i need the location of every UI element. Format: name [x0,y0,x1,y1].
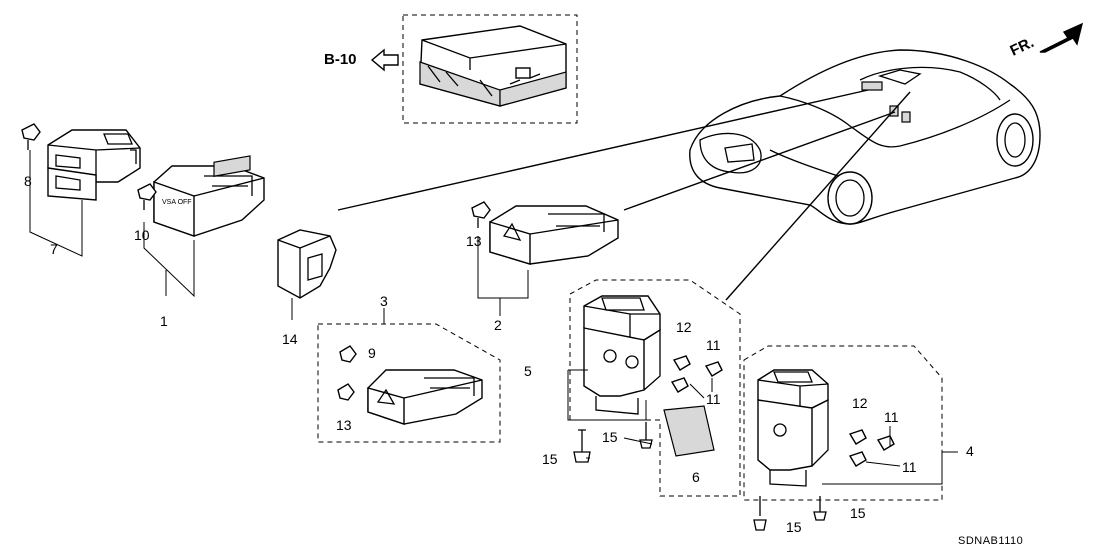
part-label-11d: 11 [902,459,917,475]
box-5 [569,279,741,497]
part-label-15a: 15 [542,451,558,467]
diagram-code: SDNAB1110 [958,535,1023,547]
part-label-7: 7 [50,241,58,257]
part-label-15d: 15 [850,505,866,521]
clip-8 [21,123,41,150]
part-label-2: 2 [494,317,502,333]
part-label-13a: 13 [466,233,482,249]
front-arrow: FR. [1008,22,1084,60]
callout-5 [567,369,647,421]
part-label-1: 1 [160,313,168,329]
callout-2 [477,236,529,299]
part-label-11a: 11 [706,337,721,353]
vsa-off-label: VSA OFF [162,199,192,206]
part-label-8: 8 [24,173,32,189]
box-4 [743,345,943,501]
part-label-4: 4 [966,443,974,459]
switch-7 [47,129,141,201]
part-label-5: 5 [524,363,532,379]
reference-b10: B-10 [324,48,399,72]
part-label-3: 3 [380,293,388,309]
callout-1 [143,222,195,298]
box-3 [317,308,501,443]
control-unit [402,14,578,124]
vsa-switch-1: VSA OFF [153,155,265,237]
part-label-9: 9 [368,345,376,361]
part-label-13b: 13 [336,417,352,433]
part-label-15b: 15 [602,429,618,445]
vehicle-outline [689,49,1041,225]
clip-13a [471,201,491,228]
part-labels: 8 7 10 1 14 3 9 13 13 2 5 12 11 11 6 15 … [24,173,974,535]
part-label-11b: 11 [706,391,721,407]
part-label-6: 6 [692,469,700,485]
arrow-left-icon [370,48,399,72]
part-label-15c: 15 [786,519,802,535]
part-label-10: 10 [134,227,150,243]
clip-10 [137,183,157,210]
callout-7 [29,150,83,257]
part-label-12b: 12 [852,395,868,411]
part-label-14: 14 [282,331,298,347]
bracket-14 [277,229,337,299]
part-label-11c: 11 [884,409,899,425]
front-label: FR. [1008,34,1037,60]
reference-label: B-10 [324,51,357,68]
hazard-switch-2 [489,205,619,265]
part-label-12a: 12 [676,319,692,335]
screws-box-5 [573,355,723,463]
leader-lines [337,89,911,301]
callout-4 [822,451,958,485]
